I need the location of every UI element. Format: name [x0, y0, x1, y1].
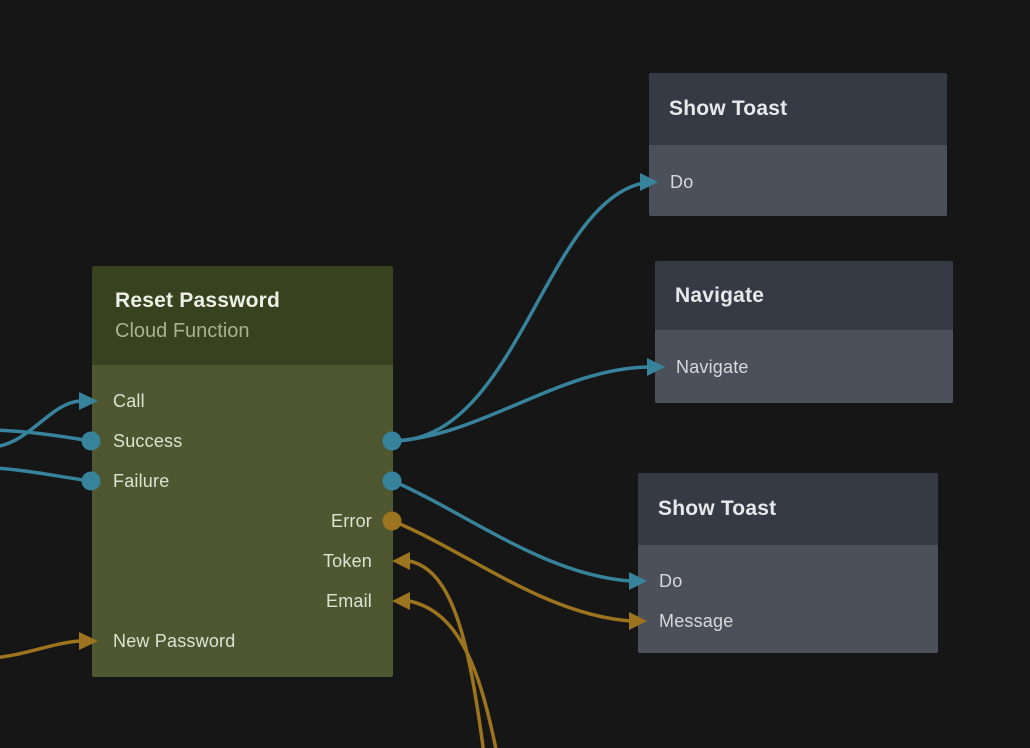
port-do[interactable]: Do	[649, 162, 947, 202]
wire-success-to-offscreen-left[interactable]	[0, 428, 93, 443]
node-title: Navigate	[675, 283, 765, 307]
port-email[interactable]: Email	[92, 581, 393, 621]
node-show-toast-top-body: Do	[649, 145, 947, 216]
node-reset-password-body: Call Success Failure Error Token Email N…	[92, 365, 393, 677]
port-arrow-token[interactable]	[392, 552, 410, 570]
port-label: Navigate	[676, 356, 749, 377]
port-success[interactable]: Success	[92, 421, 393, 461]
node-show-toast-bottom[interactable]: Show Toast Do Message	[638, 473, 938, 653]
port-do[interactable]: Do	[638, 561, 938, 601]
port-label: Email	[325, 590, 372, 611]
wire-failure-to-offscreen-left[interactable]	[0, 466, 93, 483]
node-show-toast-top[interactable]: Show Toast Do	[649, 73, 947, 216]
node-show-toast-bottom-header[interactable]: Show Toast	[638, 473, 938, 545]
port-label: Failure	[113, 470, 170, 491]
wire-failure-to-toast-bottom-do[interactable]	[391, 479, 633, 583]
node-navigate-body: Navigate	[655, 330, 953, 403]
port-token[interactable]: Token	[92, 541, 393, 581]
node-navigate-header[interactable]: Navigate	[655, 261, 953, 330]
node-title: Show Toast	[658, 497, 777, 520]
wire-offscreen-to-email[interactable]	[407, 599, 498, 748]
wire-success-to-navigate[interactable]	[391, 365, 651, 443]
wire-offscreen-to-call[interactable]	[0, 399, 82, 448]
node-title: Reset Password	[115, 289, 281, 312]
node-title: Show Toast	[669, 97, 788, 120]
port-label: Success	[113, 430, 183, 451]
port-arrow-email[interactable]	[392, 592, 410, 610]
port-failure[interactable]: Failure	[92, 461, 393, 501]
port-label: Call	[113, 390, 145, 411]
node-reset-password-header[interactable]: Reset Password Cloud Function	[92, 266, 393, 365]
wire-offscreen-to-token[interactable]	[407, 559, 485, 748]
port-new-password[interactable]: New Password	[92, 621, 393, 661]
port-label: Message	[659, 610, 734, 631]
node-subtitle: Cloud Function	[115, 320, 250, 342]
port-error[interactable]: Error	[92, 501, 393, 541]
wire-success-to-toast-top-do[interactable]	[391, 180, 651, 443]
port-navigate[interactable]: Navigate	[655, 347, 953, 387]
port-label: Do	[659, 570, 683, 591]
node-show-toast-bottom-body: Do Message	[638, 545, 938, 653]
node-navigate[interactable]: Navigate Navigate	[655, 261, 953, 403]
wire-offscreen-to-new-password[interactable]	[0, 639, 82, 659]
port-label: Token	[322, 550, 372, 571]
port-label: New Password	[113, 630, 236, 651]
port-message[interactable]: Message	[638, 601, 938, 641]
node-show-toast-top-header[interactable]: Show Toast	[649, 73, 947, 145]
port-label: Do	[670, 171, 694, 192]
wire-error-to-toast-bottom-message[interactable]	[391, 519, 633, 623]
port-label: Error	[331, 510, 372, 531]
port-call[interactable]: Call	[92, 381, 393, 421]
node-reset-password[interactable]: Reset Password Cloud Function Call Succe…	[92, 266, 393, 677]
